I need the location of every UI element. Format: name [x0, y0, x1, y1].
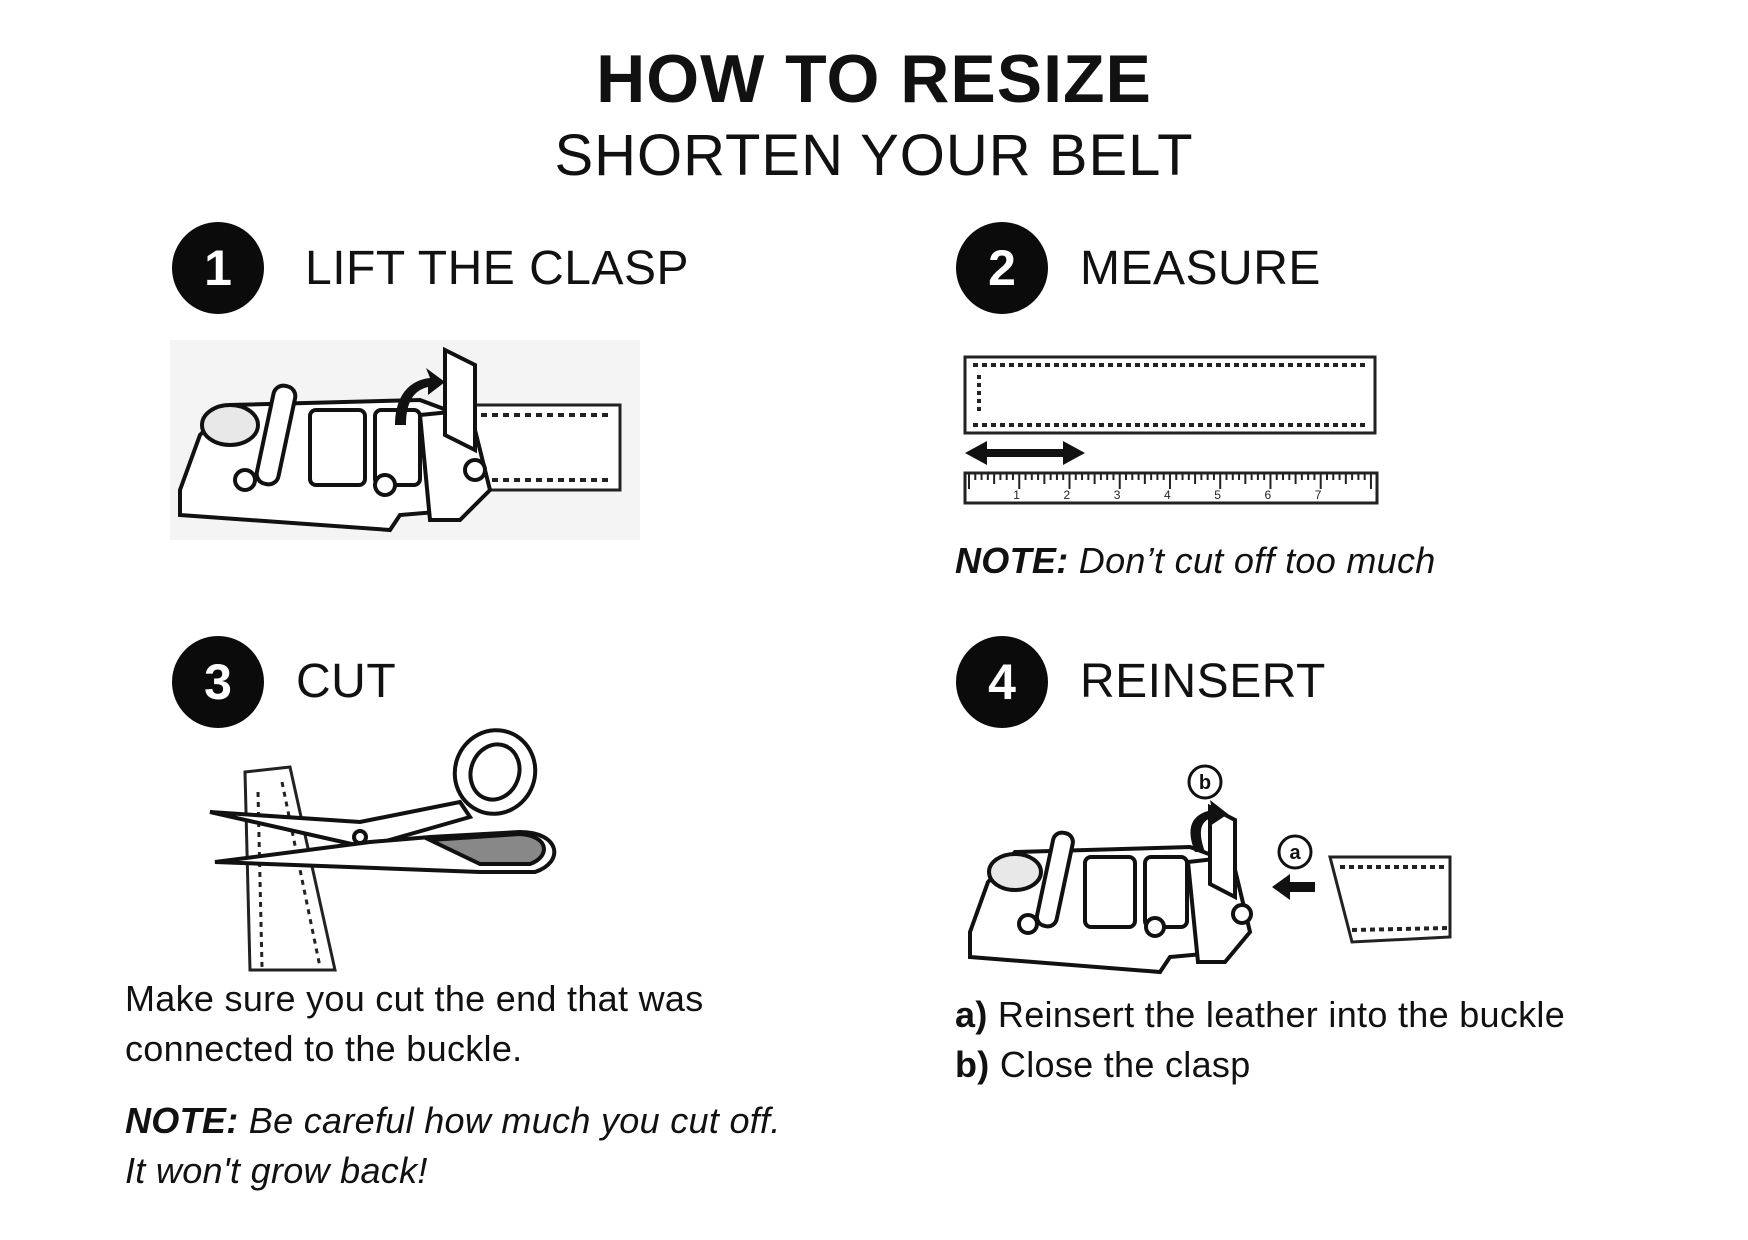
buckle-lift-illustration: [170, 340, 640, 540]
reinsert-buckle-icon: [968, 803, 1253, 975]
ruler-number: 5: [1214, 488, 1221, 502]
measure-illustration: 1 2 3 4 5 6 7: [963, 355, 1379, 505]
reinsert-item-a: a) Reinsert the leather into the buckle: [955, 990, 1715, 1040]
ruler-number: 3: [1114, 488, 1121, 502]
reinsert-item-b-text: Close the clasp: [989, 1044, 1251, 1086]
close-arrow-icon: [1190, 800, 1228, 852]
ruler-number: 6: [1264, 488, 1271, 502]
cut-instruction-line-2: connected to the buckle.: [125, 1028, 523, 1070]
ruler-number: 1: [1013, 488, 1020, 502]
insert-arrow-icon: [1272, 874, 1315, 900]
vertical-belt-icon: [243, 765, 337, 972]
reinsert-instructions: a) Reinsert the leather into the buckle …: [955, 990, 1715, 1091]
buckle-icon: [178, 383, 493, 533]
double-arrow-icon: [965, 441, 1085, 465]
page-subtitle: SHORTEN YOUR BELT: [554, 123, 1194, 188]
step-2-title: MEASURE: [1080, 242, 1321, 295]
step-2-badge: 2: [956, 222, 1048, 314]
marker-b-label: b: [1199, 772, 1211, 794]
ruler-number: 4: [1164, 488, 1171, 502]
step-1-title: LIFT THE CLASP: [305, 242, 690, 295]
reinsert-item-b: b) Close the clasp: [955, 1040, 1715, 1090]
cut-note-label: NOTE:: [125, 1100, 239, 1141]
cut-note-line-2: It won't grow back!: [125, 1150, 428, 1192]
reinsert-item-a-text: Reinsert the leather into the buckle: [987, 994, 1566, 1035]
step-3-title: CUT: [296, 655, 397, 708]
scissors-icon: [209, 728, 557, 874]
lift-arrow-icon: [395, 368, 445, 425]
reinsert-item-a-label: a): [955, 994, 988, 1035]
marker-a-icon: a: [1277, 834, 1313, 870]
ruler-number: 2: [1063, 488, 1070, 502]
cut-note: NOTE: Be careful how much you cut off. I…: [125, 1096, 925, 1197]
measure-note: NOTE: Don’t cut off too much: [955, 536, 1655, 586]
measure-note-text: Don’t cut off too much: [1068, 540, 1436, 581]
step-3-badge: 3: [172, 636, 264, 728]
belt-strip-icon: [963, 355, 1377, 435]
marker-b-icon: b: [1187, 764, 1223, 800]
step-4-badge: 4: [956, 636, 1048, 728]
ruler-number: 7: [1315, 488, 1322, 502]
page-title: HOW TO RESIZE: [596, 41, 1152, 117]
cut-instruction: Make sure you cut the end that was conne…: [125, 974, 885, 1075]
clasp-flap-icon: [443, 346, 477, 454]
marker-a-label: a: [1289, 842, 1301, 864]
step-4-title: REINSERT: [1080, 655, 1326, 708]
measure-note-label: NOTE:: [955, 540, 1069, 581]
step-1-badge: 1: [172, 222, 264, 314]
cut-illustration: [209, 728, 557, 972]
reinsert-illustration: b a: [968, 764, 1452, 975]
belt-end-icon: [1328, 855, 1452, 944]
reinsert-item-b-label: b): [955, 1044, 990, 1086]
ruler-icon: [963, 471, 1379, 505]
cut-note-line-1: Be careful how much you cut off.: [238, 1100, 781, 1141]
cut-instruction-line-1: Make sure you cut the end that was: [125, 978, 704, 1019]
